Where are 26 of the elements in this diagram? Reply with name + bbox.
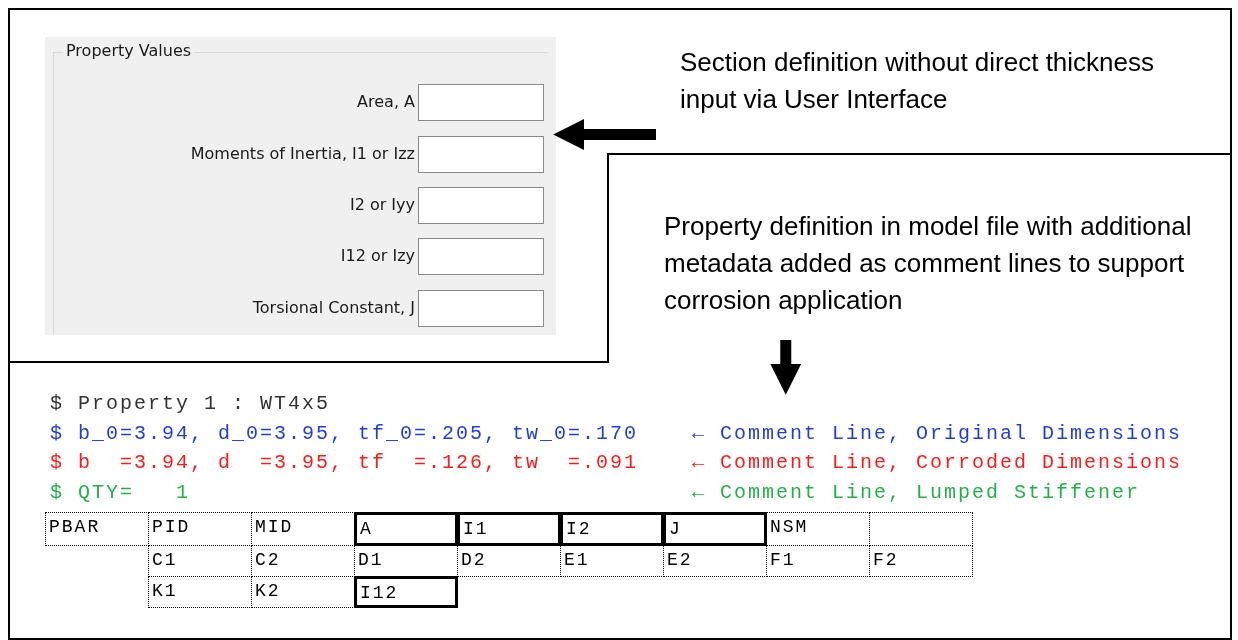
- table-cell: A: [354, 512, 458, 546]
- table-cell: K1: [148, 576, 252, 608]
- table-cell: PBAR: [45, 512, 149, 546]
- annotation-text: Property definition in model file with additional metadata added as comment lines to support corrosion application: [664, 208, 1224, 340]
- panel-heading: Property Values: [63, 41, 195, 60]
- table-cell: I2: [560, 512, 664, 546]
- field-label: Moments of Inertia, I1 or Izz: [190, 144, 415, 163]
- code-comment: ← Comment Line, Corroded Dimensions: [692, 451, 1183, 474]
- code-line: $ Property 1 : WT4x5: [50, 392, 331, 415]
- field-label: I2 or Iyy: [349, 195, 415, 214]
- table-cell: I12: [354, 576, 458, 608]
- table-cell: I1: [457, 512, 561, 546]
- field-label: Area, A: [357, 92, 415, 111]
- property-panel: [45, 37, 556, 335]
- field-label: Torsional Constant, J: [252, 298, 415, 317]
- code-line: $ QTY= 1: [50, 480, 191, 504]
- field-label: I12 or Izy: [340, 246, 415, 265]
- code-line: $ b =3.94, d =3.95, tf =.126, tw =.091: [50, 451, 639, 474]
- annotation-text: Section definition without direct thickness input via User Interface: [656, 44, 1156, 122]
- code-comment: ← Comment Line, Lumped Stiffener: [692, 480, 1141, 504]
- code-line: $ b_0=3.94, d_0=3.95, tf_0=.205, tw_0=.170: [50, 421, 639, 445]
- arrow: [553, 119, 656, 150]
- table-cell: F2: [869, 545, 973, 577]
- code-comment: ← Comment Line, Original Dimensions: [692, 421, 1183, 445]
- table-cell: J: [663, 512, 767, 546]
- arrow: [770, 340, 802, 395]
